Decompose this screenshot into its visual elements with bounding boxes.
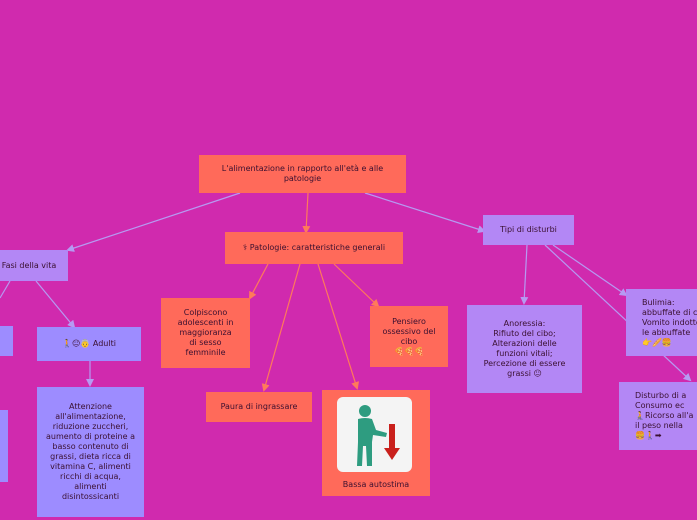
- adulti-description-node[interactable]: Attenzione all'alimentazione, riduzione …: [37, 387, 144, 517]
- link-tipi-disturbo: [544, 244, 692, 382]
- link-tipi-anoressia: [520, 244, 529, 305]
- link-pat-colpiscono: [249, 263, 269, 300]
- bulimia-node[interactable]: Bulimia: abbuffate di c Vomito indotto l…: [626, 289, 697, 356]
- link-pat-paura: [261, 263, 301, 392]
- bassa-autostima-node[interactable]: Bassa autostima: [322, 390, 430, 496]
- link-root-fasi: [66, 192, 241, 252]
- link-root-patologie: [302, 192, 311, 234]
- bassa-autostima-label: Bassa autostima: [342, 480, 410, 489]
- person-low-self-esteem-icon: [337, 397, 412, 472]
- partial-left-node-2[interactable]: [0, 410, 8, 482]
- link-pat-bassa: [317, 263, 360, 390]
- tipi-di-disturbi-node[interactable]: Tipi di disturbi: [483, 215, 574, 245]
- colpiscono-node[interactable]: Colpiscono adolescenti in maggioranza di…: [161, 298, 250, 368]
- link-fasi-left: [0, 280, 11, 299]
- pensiero-ossessivo-node[interactable]: Pensiero ossessivo del cibo 🍕🍕🍕: [370, 306, 448, 367]
- disturbo-node[interactable]: Disturbo di a Consumo ec 🧎Ricorso all'a …: [619, 382, 697, 450]
- paura-di-ingrassare-node[interactable]: Paura di ingrassare: [206, 392, 312, 422]
- partial-left-node-1[interactable]: [0, 326, 13, 356]
- root-node[interactable]: L'alimentazione in rapporto all'età e al…: [199, 155, 406, 193]
- fasi-della-vita-node[interactable]: Fasi della vita: [0, 250, 68, 281]
- adulti-node[interactable]: 🚶😐👵 Adulti: [37, 327, 141, 361]
- link-fasi-adulti: [35, 280, 76, 329]
- link-pat-pensiero: [333, 263, 380, 308]
- anoressia-node[interactable]: Anoressia: Rifiuto del cibo; Alterazioni…: [467, 305, 582, 393]
- patologie-node[interactable]: ⚕ Patologie: caratteristiche generali: [225, 232, 403, 264]
- link-tipi-bulimia: [552, 244, 628, 297]
- link-root-tipi: [364, 192, 486, 233]
